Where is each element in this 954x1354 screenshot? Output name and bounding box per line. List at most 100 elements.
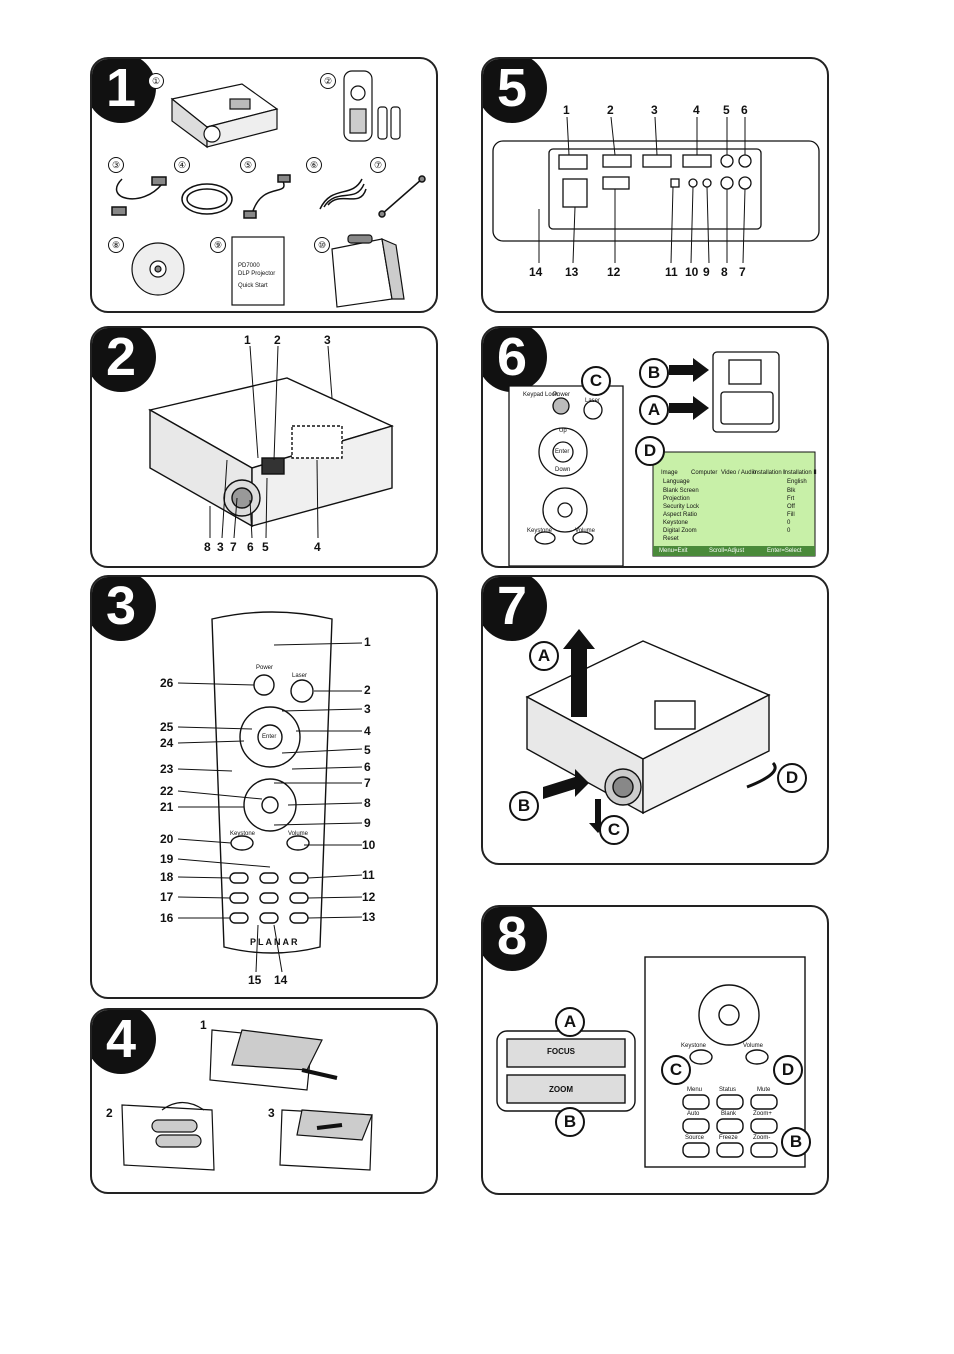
item-marker: ⑨ — [210, 237, 226, 253]
battery-illustration — [121, 1029, 373, 1171]
remote-illustration — [177, 611, 363, 973]
item-marker: ⑧ — [108, 237, 124, 253]
panel-number: 7 — [483, 577, 547, 641]
connector-callout: 6 — [741, 103, 748, 117]
panel-3-remote-control: 3 Power Laser Enter Keystone Volume — [90, 575, 438, 999]
height-adjust-illustration — [525, 629, 777, 833]
callout: 3 — [217, 540, 224, 554]
panel-number: 4 — [92, 1010, 156, 1074]
callout: 25 — [160, 720, 174, 734]
remote-keystone-label: Keystone — [230, 831, 256, 837]
callout: 23 — [160, 762, 174, 776]
callout: 1 — [244, 333, 251, 347]
menu-row-value: Off — [787, 504, 795, 510]
remote-brand: PLANAR — [250, 937, 300, 947]
menu-tab: Installation II — [783, 470, 817, 476]
cd-icon — [131, 242, 185, 296]
remote-zoom-plus-label: Zoom+ — [753, 1111, 772, 1117]
callout: 21 — [160, 800, 174, 814]
menu-row-label: Digital Zoom — [663, 528, 697, 534]
callout: 20 — [160, 832, 174, 846]
connector-callout: 13 — [565, 265, 579, 279]
projector-icon — [170, 83, 279, 149]
callout: 17 — [160, 890, 174, 904]
menu-row-label: Security Lock — [663, 504, 700, 510]
callout: 24 — [160, 736, 174, 750]
letter-a-marker: A — [529, 641, 559, 671]
connector-callout: 11 — [665, 265, 678, 279]
menu-row-value: 0 — [787, 528, 791, 534]
remote-blank-label: Blank — [721, 1111, 737, 1117]
letter-c-marker: C — [661, 1055, 691, 1085]
callout: 4 — [364, 724, 371, 738]
panel-number: 5 — [483, 59, 547, 123]
menu-row-value: Blk — [787, 488, 796, 494]
callout: 4 — [314, 540, 321, 554]
item-marker: ⑦ — [370, 157, 386, 173]
manual-icon — [231, 236, 285, 306]
item-marker: ⑩ — [314, 237, 330, 253]
callout: 19 — [160, 852, 174, 866]
letter-d-marker: D — [777, 763, 807, 793]
zoom-label: ZOOM — [549, 1085, 573, 1094]
menu-row-value: English — [787, 479, 807, 485]
callout: 8 — [204, 540, 211, 554]
remote-volume-label: Volume — [288, 831, 309, 837]
item-marker: ⑤ — [240, 157, 256, 173]
remote-keypad-label: Keypad Lock — [523, 392, 558, 398]
focus-label: FOCUS — [547, 1047, 575, 1056]
letter-a-marker: A — [639, 395, 669, 425]
callout: 18 — [160, 870, 174, 884]
callout: 2 — [364, 683, 371, 697]
remote-enter-label: Enter — [555, 449, 570, 455]
remote-volume-label: Volume — [575, 528, 596, 534]
callout: 8 — [364, 796, 371, 810]
callout: 11 — [362, 868, 375, 882]
item-marker: ① — [148, 73, 164, 89]
remote-enter-label: Enter — [262, 734, 277, 740]
manual-subtitle: Quick Start — [238, 283, 268, 289]
carrying-case-icon — [331, 234, 405, 308]
letter-c-marker: C — [581, 366, 611, 396]
menu-row-value: Fill — [787, 512, 795, 518]
menu-foot: Enter=Select — [767, 548, 802, 554]
menu-row-label: Aspect Ratio — [663, 512, 698, 518]
remote-up-label: Up — [559, 428, 567, 434]
connector-callout: 12 — [607, 265, 621, 279]
menu-foot: Scroll=Adjust — [709, 548, 745, 554]
manual-model: PD7000 — [238, 263, 260, 269]
panel-1-package-contents: 1 ① ② ③ ④ ⑤ ⑥ ⑦ ⑧ ⑨ ⑩ — [90, 57, 438, 313]
connector-callout: 7 — [739, 265, 746, 279]
callout: 7 — [364, 776, 371, 790]
letter-c-marker: C — [599, 815, 629, 845]
callout: 2 — [274, 333, 281, 347]
remote-keystone-label: Keystone — [681, 1043, 707, 1049]
callout: 3 — [364, 702, 371, 716]
letter-b-marker: B — [555, 1107, 585, 1137]
panel-number: 6 — [483, 328, 547, 392]
remote-menu-label: Menu — [687, 1087, 703, 1093]
letter-b-marker: B — [639, 358, 669, 388]
remote-keystone-label: Keystone — [527, 528, 553, 534]
connector-callout: 9 — [703, 265, 710, 279]
remote-down-label: Down — [555, 467, 571, 473]
callout: 16 — [160, 911, 174, 925]
remote-power-label: Power — [553, 392, 571, 398]
callout: 22 — [160, 784, 174, 798]
rear-panel-illustration — [492, 116, 820, 264]
remote-auto-label: Auto — [687, 1111, 700, 1117]
panel-8-focus-zoom-keystone: 8 A B C D B FOCUS ZOOM Keystone Volume M… — [481, 905, 829, 1195]
remote-mute-label: Mute — [757, 1087, 771, 1093]
callout: 12 — [362, 890, 376, 904]
connector-callout: 2 — [607, 103, 614, 117]
panel-4-battery-install: 4 1 2 3 — [90, 1008, 438, 1194]
connector-callout: 5 — [723, 103, 730, 117]
remote-power-label: Power — [256, 665, 274, 671]
menu-row-label: Projection — [663, 496, 690, 502]
letter-b-marker: B — [509, 791, 539, 821]
remote-zoom-minus-label: Zoom- — [753, 1135, 771, 1141]
menu-tab: Video / Audio — [721, 470, 757, 476]
callout: 15 — [248, 973, 262, 987]
menu-row-value: Frt — [787, 496, 795, 502]
menu-tab: Installation I — [753, 470, 786, 476]
